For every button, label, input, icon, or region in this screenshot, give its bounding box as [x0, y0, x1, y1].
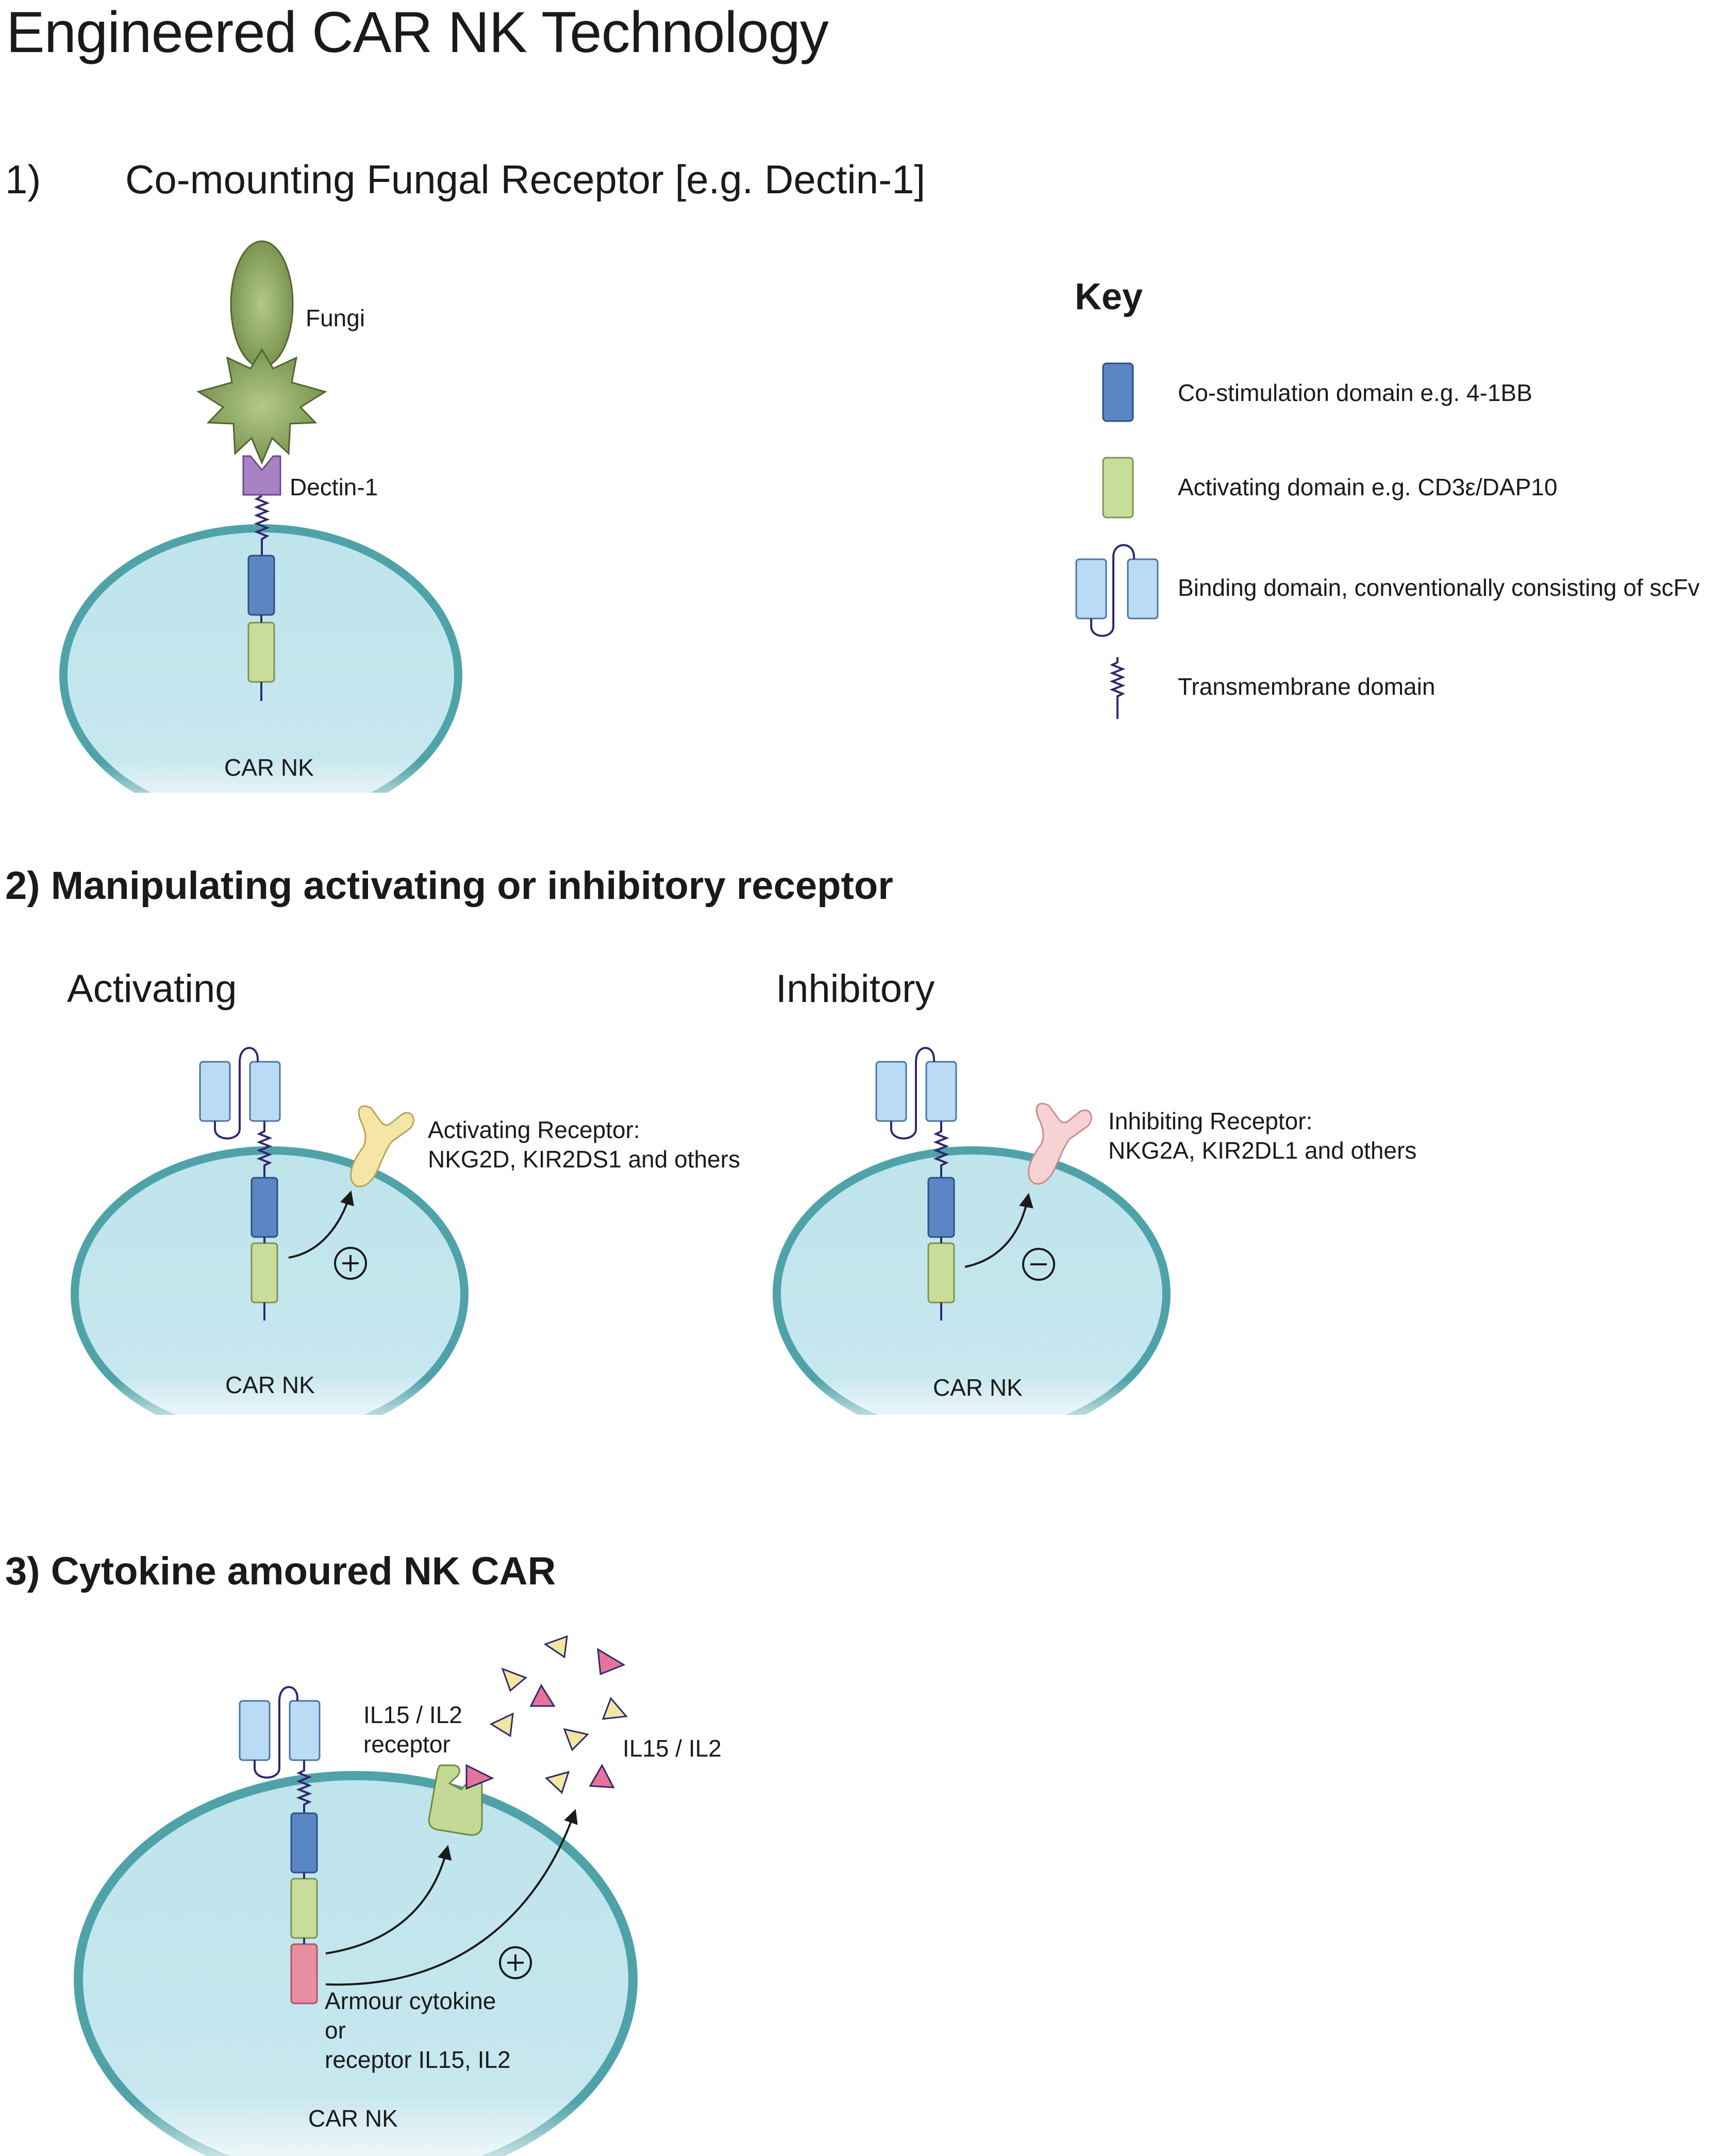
armour-label-2: or: [325, 2017, 346, 2044]
section3-cell: [74, 1771, 638, 2156]
cytokine-icon: [489, 1712, 514, 1737]
cytokine-icon: [589, 1763, 615, 1789]
cytokine-icon: [543, 1635, 568, 1659]
cell-label: CAR NK: [224, 754, 314, 781]
activating-arrow: [288, 1190, 354, 1259]
cytokine-icon: [501, 1667, 527, 1692]
key-item-costim: Co-stimulation domain e.g. 4-1BB: [1178, 379, 1532, 406]
section2-heading: 2) Manipulating activating or inhibitory…: [5, 864, 893, 908]
activating-scfv-icon: [199, 1047, 281, 1140]
key-coil-icon: [1109, 657, 1126, 719]
il-receptor-label-1: IL15 / IL2: [363, 1701, 462, 1728]
page-title: Engineered CAR NK Technology: [6, 0, 829, 64]
activating-act-domain-icon: [251, 1242, 278, 1303]
activating-domain-icon: [247, 622, 275, 683]
fungi-label: Fungi: [306, 305, 365, 331]
cytokine-icon: [545, 1770, 570, 1794]
key-activating-icon: [1102, 457, 1134, 519]
key-title: Key: [1075, 276, 1143, 317]
cytokine-icon: [563, 1728, 589, 1751]
cytokine-arrow: [325, 1809, 578, 1986]
inhibitory-receptor-icon: [1028, 1102, 1092, 1185]
plus-icon-section3: [499, 1946, 532, 1979]
receptor-arrow: [325, 1845, 452, 1954]
section3-heading: 3) Cytokine amoured NK CAR: [5, 1549, 556, 1593]
cytokine-icon: [529, 1683, 556, 1707]
inhibitory-subtitle: Inhibitory: [776, 967, 935, 1011]
key-item-transmembrane: Transmembrane domain: [1178, 673, 1436, 700]
dectin1-receptor-icon: [242, 455, 281, 496]
activating-cell-label: CAR NK: [225, 1372, 315, 1398]
activating-subtitle: Activating: [67, 967, 237, 1011]
inhibitory-coil-icon: [933, 1121, 949, 1178]
inhibitory-act-domain-icon: [927, 1242, 955, 1303]
inhibitory-arrow: [964, 1193, 1033, 1268]
inhibitory-receptor-label-1: Inhibiting Receptor:: [1108, 1108, 1313, 1134]
dectin1-label: Dectin-1: [290, 474, 378, 500]
bound-cytokine-icon: [465, 1764, 494, 1790]
inhibitory-cell: [773, 1146, 1171, 1415]
key-item-binding: Binding domain, conventionally consistin…: [1178, 574, 1700, 601]
section3-coil-icon: [296, 1760, 312, 1813]
section1-number: 1): [5, 157, 41, 202]
il-receptor-label-2: receptor: [363, 1731, 450, 1758]
section3-act-domain-icon: [290, 1878, 318, 1939]
key-costim-icon: [1102, 362, 1134, 422]
cytokine-triangles: [489, 1635, 628, 1794]
activating-coil-icon: [256, 1121, 273, 1178]
activating-receptor-icon: [350, 1105, 414, 1188]
activating-costim-icon: [251, 1177, 278, 1238]
key-scfv-icon: [1075, 544, 1159, 637]
inhibitory-receptor-label-2: NKG2A, KIR2DL1 and others: [1108, 1137, 1417, 1164]
section1-heading: Co-mounting Fungal Receptor [e.g. Dectin…: [125, 157, 926, 202]
cytokine-label: IL15 / IL2: [623, 1735, 722, 1762]
cytokine-icon: [597, 1648, 626, 1676]
inhibitory-cell-label: CAR NK: [933, 1374, 1023, 1401]
minus-icon: [1022, 1248, 1055, 1281]
inhibitory-costim-icon: [927, 1177, 955, 1238]
section3-cell-label: CAR NK: [308, 2105, 398, 2132]
cytokine-icon: [602, 1697, 628, 1720]
armour-label-1: Armour cytokine: [325, 1987, 496, 2014]
armour-label-3: receptor IL15, IL2: [325, 2046, 511, 2073]
activating-receptor-label-1: Activating Receptor:: [428, 1116, 640, 1143]
plus-icon: [334, 1247, 367, 1280]
costimulation-domain-icon: [247, 555, 275, 616]
inhibitory-scfv-icon: [875, 1047, 957, 1140]
section3-scfv-icon: [239, 1686, 321, 1779]
transmembrane-coil-icon: [254, 495, 270, 556]
fungi-spike-icon: [196, 348, 327, 465]
key-item-activating: Activating domain e.g. CD3ε/DAP10: [1178, 474, 1558, 500]
activating-receptor-label-2: NKG2D, KIR2DS1 and others: [428, 1146, 740, 1173]
armour-cytokine-icon: [290, 1943, 318, 2004]
section3-costim-icon: [290, 1812, 318, 1874]
